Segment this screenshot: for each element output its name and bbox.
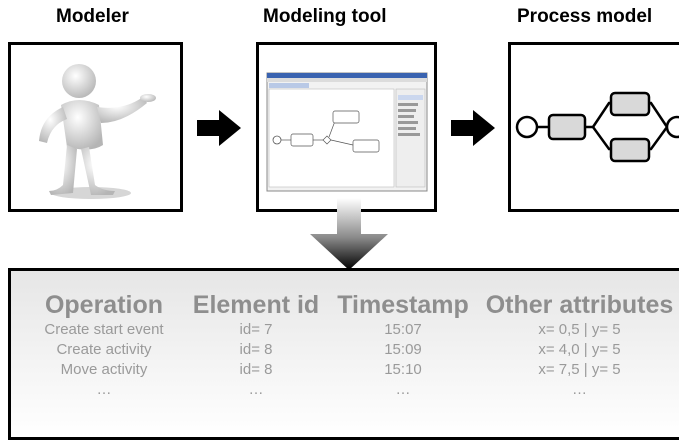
cell-timestamp: 15:09: [384, 341, 422, 358]
arrow-right-icon: [197, 110, 241, 146]
cell-other-attributes: x= 0,5 | y= 5: [538, 321, 621, 338]
process-model-diagram: [515, 91, 679, 163]
cell-timestamp: …: [395, 381, 411, 398]
header-other-attributes: Other attributes: [485, 291, 674, 319]
cell-operation: Move activity: [60, 361, 148, 378]
heading-modeling-tool: Modeling tool: [263, 6, 387, 27]
column-other-attributes: Other attributes x= 0,5 | y= 5 x= 4,0 | …: [480, 290, 679, 400]
column-timestamp: Timestamp 15:07 15:09 15:10 …: [330, 290, 476, 400]
cell-timestamp: 15:07: [384, 321, 422, 338]
cell-other-attributes: …: [572, 381, 587, 398]
cell-other-attributes: x= 4,0 | y= 5: [538, 341, 621, 358]
heading-process-model: Process model: [517, 6, 653, 27]
modeler-figure-illustration: [39, 64, 156, 199]
column-operation: Operation Create start event Create acti…: [14, 290, 194, 400]
arrow-right-icon: [451, 110, 495, 146]
arrow-down-icon: [310, 198, 388, 270]
modeling-tool-box: [256, 42, 437, 212]
cell-operation: Create activity: [56, 341, 152, 358]
cell-element-id: id= 8: [239, 341, 273, 358]
cell-other-attributes: x= 7,5 | y= 5: [538, 361, 621, 378]
event-log-panel: [8, 268, 679, 440]
modeler-box: [8, 42, 183, 212]
header-timestamp: Timestamp: [337, 291, 469, 319]
modeling-tool-screenshot: [266, 72, 428, 192]
cell-element-id: …: [248, 381, 264, 398]
cell-element-id: id= 8: [239, 361, 273, 378]
header-element-id: Element id: [192, 291, 320, 319]
cell-operation: …: [96, 381, 112, 398]
process-model-box: [508, 42, 679, 212]
header-operation: Operation: [44, 291, 164, 319]
cell-timestamp: 15:10: [384, 361, 422, 378]
cell-element-id: id= 7: [239, 321, 273, 338]
cell-operation: Create start event: [44, 321, 164, 338]
heading-modeler: Modeler: [56, 6, 129, 27]
column-element-id: Element id id= 7 id= 8 id= 8 …: [183, 290, 329, 400]
